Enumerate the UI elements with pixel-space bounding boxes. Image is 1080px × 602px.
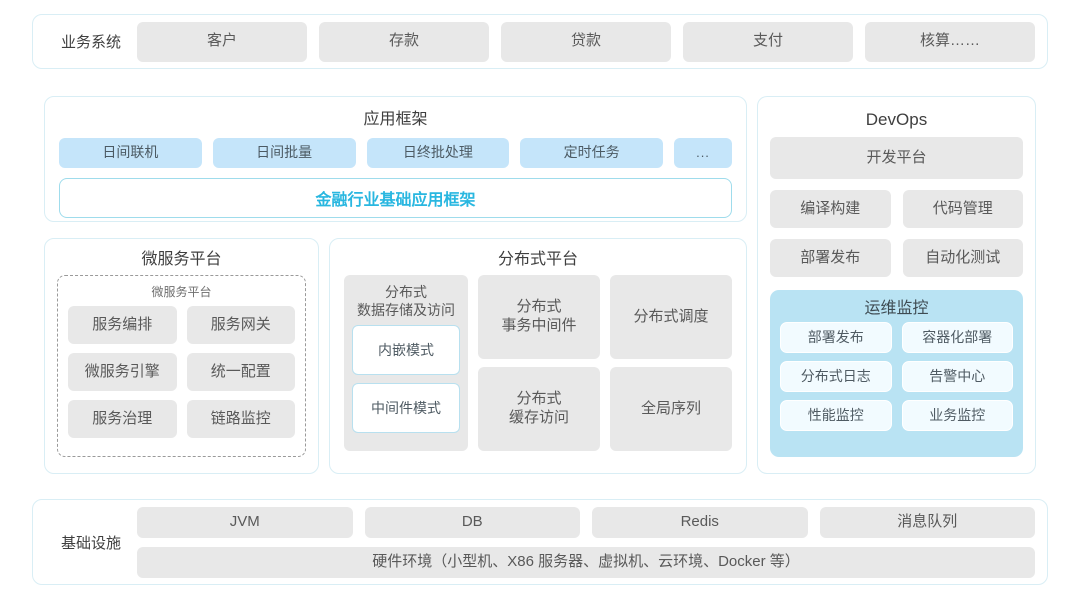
devops-platform-item[interactable]: 开发平台 [770,137,1023,179]
ops-monitoring-item[interactable]: 性能监控 [780,400,892,431]
microservice-item[interactable]: 服务网关 [186,306,295,344]
microservice-platform-items: 服务编排 服务网关 微服务引擎 统一配置 服务治理 链路监控 [68,306,295,438]
app-framework-item[interactable]: 日间联机 [59,138,202,168]
ops-monitoring-item[interactable]: 部署发布 [780,322,892,353]
microservice-item[interactable]: 链路监控 [186,400,295,438]
microservice-item[interactable]: 服务编排 [68,306,177,344]
infrastructure-item[interactable]: Redis [592,506,808,538]
storage-title-line1: 分布式 [385,284,427,300]
devops-item[interactable]: 编译构建 [770,190,891,228]
distributed-platform-items: 分布式事务中间件 分布式调度 分布式缓存访问 全局序列 [478,275,732,451]
application-framework-card: 应用框架 日间联机 日间批量 日终批处理 定时任务 ... 金融行业基础应用框架 [44,96,747,222]
distributed-item[interactable]: 分布式事务中间件 [478,275,600,359]
microservice-platform-inner-box: 微服务平台 服务编排 服务网关 微服务引擎 统一配置 服务治理 链路监控 [57,275,306,457]
ops-monitoring-item[interactable]: 容器化部署 [901,322,1013,353]
distributed-data-storage-title: 分布式 数据存储及访问 [352,283,460,319]
business-system-item[interactable]: 核算…… [865,21,1035,62]
ops-monitoring-item[interactable]: 告警中心 [901,361,1013,392]
application-framework-title: 应用框架 [363,111,428,128]
business-systems-items: 客户 存款 贷款 支付 核算…… [137,21,1035,62]
devops-item[interactable]: 代码管理 [902,190,1023,228]
distributed-item[interactable]: 分布式调度 [610,275,732,359]
infrastructure-items: JVM DB Redis 消息队列 [137,506,1035,538]
ops-monitoring-item[interactable]: 分布式日志 [780,361,892,392]
microservice-platform-inner-title: 微服务平台 [151,285,212,299]
ops-monitoring-title: 运维监控 [864,300,929,317]
devops-item[interactable]: 自动化测试 [902,239,1023,277]
business-system-item[interactable]: 存款 [319,21,489,62]
storage-mode-item[interactable]: 中间件模式 [352,383,460,434]
microservice-item[interactable]: 统一配置 [186,353,295,391]
business-systems-label: 业务系统 [60,34,121,51]
infrastructure-item[interactable]: JVM [137,506,353,538]
infrastructure-item[interactable]: 消息队列 [819,506,1035,538]
business-system-item[interactable]: 贷款 [501,21,671,62]
infrastructure-item[interactable]: DB [364,506,580,538]
ops-monitoring-item[interactable]: 业务监控 [901,400,1013,431]
distributed-platform-card: 分布式平台 分布式 数据存储及访问 内嵌模式 中间件模式 分布式事务中间件 分布… [329,238,747,474]
business-system-item[interactable]: 客户 [137,21,307,62]
devops-card: DevOps 开发平台 编译构建 代码管理 部署发布 自动化测试 运维监控 部署… [757,96,1036,474]
microservice-platform-card: 微服务平台 微服务平台 服务编排 服务网关 微服务引擎 统一配置 服务治理 链路… [44,238,319,474]
infrastructure-label: 基础设施 [60,534,121,552]
distributed-platform-body: 分布式 数据存储及访问 内嵌模式 中间件模式 分布式事务中间件 分布式调度 分布… [344,275,732,451]
storage-title-line2: 数据存储及访问 [357,302,455,319]
financial-base-framework-banner: 金融行业基础应用框架 [59,178,732,218]
distributed-storage-column: 分布式 数据存储及访问 内嵌模式 中间件模式 [344,275,468,451]
app-framework-item[interactable]: 日间批量 [212,138,356,168]
devops-item[interactable]: 部署发布 [770,239,891,277]
business-system-item[interactable]: 支付 [683,21,853,62]
distributed-data-storage-box[interactable]: 分布式 数据存储及访问 内嵌模式 中间件模式 [344,275,468,451]
microservice-platform-title: 微服务平台 [141,251,222,268]
infrastructure-body: JVM DB Redis 消息队列 硬件环境（小型机、X86 服务器、虚拟机、云… [137,506,1035,578]
ops-monitoring-box: 运维监控 部署发布 容器化部署 分布式日志 告警中心 性能监控 业务监控 [770,290,1023,457]
app-framework-more-item[interactable]: ... [674,138,732,168]
app-framework-item[interactable]: 日终批处理 [366,138,510,168]
storage-mode-item[interactable]: 内嵌模式 [352,325,460,376]
distributed-item[interactable]: 全局序列 [610,367,732,451]
hardware-environment-item[interactable]: 硬件环境（小型机、X86 服务器、虚拟机、云环境、Docker 等） [137,546,1035,578]
business-systems-card: 业务系统 客户 存款 贷款 支付 核算…… [32,14,1048,69]
distributed-platform-title: 分布式平台 [497,251,578,268]
ops-monitoring-items: 部署发布 容器化部署 分布式日志 告警中心 性能监控 业务监控 [780,322,1013,431]
microservice-item[interactable]: 服务治理 [68,400,177,438]
distributed-item[interactable]: 分布式缓存访问 [478,367,600,451]
infrastructure-card: 基础设施 JVM DB Redis 消息队列 硬件环境（小型机、X86 服务器、… [32,499,1048,585]
devops-title: DevOps [865,110,928,129]
devops-items: 编译构建 代码管理 部署发布 自动化测试 [770,190,1023,277]
app-framework-item[interactable]: 定时任务 [520,138,663,168]
microservice-item[interactable]: 微服务引擎 [68,353,177,391]
application-framework-items: 日间联机 日间批量 日终批处理 定时任务 ... [59,138,732,168]
